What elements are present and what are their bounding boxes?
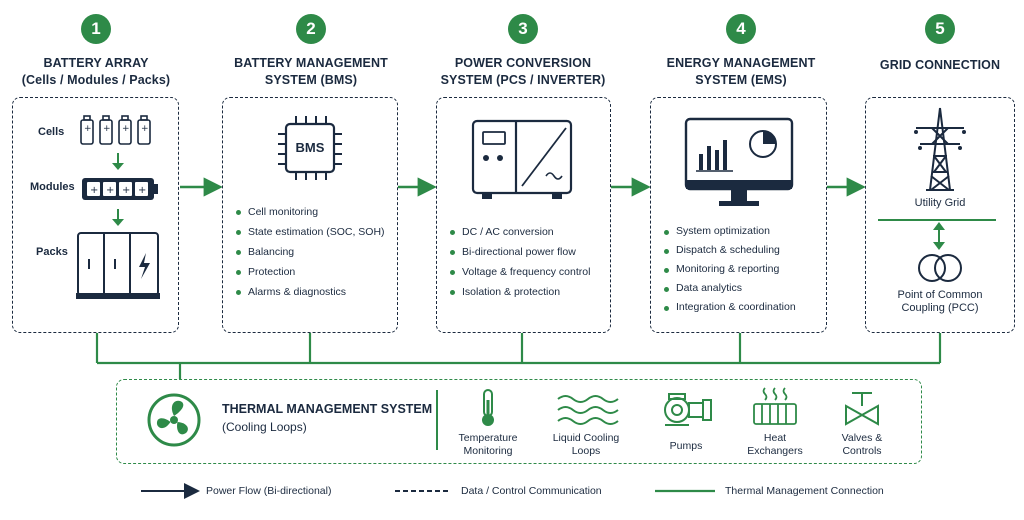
- bidirectional-arrow-icon: [933, 222, 945, 250]
- list-item: System optimization: [664, 222, 796, 241]
- valve-icon: [845, 392, 879, 426]
- ems-feature-list: System optimization Dispatch & schedulin…: [664, 222, 796, 317]
- cells-label: Cells: [38, 126, 65, 138]
- stage-title-1: BATTERY ARRAY(Cells / Modules / Packs): [21, 56, 171, 87]
- stage-title-5: GRID CONNECTION: [879, 58, 1001, 72]
- chip-icon: [278, 116, 342, 180]
- thermal-bus: [95, 333, 942, 379]
- packs-label: Packs: [36, 246, 68, 258]
- stage-badge-2: 2: [296, 14, 326, 44]
- legend-power-flow: Power Flow (Bi-directional): [206, 485, 332, 497]
- thermal-subtitle: (Cooling Loops): [222, 420, 307, 434]
- svg-text:+: +: [103, 124, 111, 134]
- svg-text:+: +: [122, 185, 130, 196]
- utility-grid-label: Utility Grid: [914, 197, 966, 209]
- list-item: Isolation & protection: [450, 282, 590, 302]
- pump-icon: [664, 393, 712, 426]
- grid-divider: [878, 219, 996, 221]
- grid-panel: [865, 97, 1015, 333]
- legend-thermal-connection: Thermal Management Connection: [725, 485, 884, 497]
- list-item: Protection: [236, 262, 385, 282]
- stage-badge-4: 4: [726, 14, 756, 44]
- modules-label: Modules: [30, 181, 75, 193]
- list-item: DC / AC conversion: [450, 222, 590, 242]
- list-item: Monitoring & reporting: [664, 260, 796, 279]
- list-item: Cell monitoring: [236, 202, 385, 222]
- battery-array-panel: [12, 97, 179, 333]
- radiator-icon: [753, 387, 797, 425]
- svg-text:+: +: [138, 185, 146, 196]
- list-item: Dispatch & scheduling: [664, 241, 796, 260]
- thermal-item-pumps: Pumps: [669, 440, 703, 452]
- thermometer-icon: [482, 389, 494, 426]
- down-arrow-icon: [112, 153, 124, 170]
- pcs-panel: [436, 97, 611, 333]
- fan-icon: [147, 393, 201, 447]
- svg-text:+: +: [122, 124, 130, 134]
- svg-text:+: +: [106, 185, 114, 196]
- list-item: Integration & coordination: [664, 298, 796, 317]
- waves-icon: [557, 395, 619, 425]
- cells-icon: + + + +: [80, 115, 151, 145]
- down-arrow-icon: [112, 209, 124, 226]
- list-item: State estimation (SOC, SOH): [236, 222, 385, 242]
- monitor-chart-icon: [684, 117, 794, 206]
- stage-badge-1: 1: [81, 14, 111, 44]
- list-item: Bi-directional power flow: [450, 242, 590, 262]
- list-item: Alarms & diagnostics: [236, 282, 385, 302]
- thermal-panel: [116, 379, 922, 464]
- chip-label: BMS: [295, 140, 325, 155]
- inverter-icon: [471, 119, 573, 199]
- legend-data-control: Data / Control Communication: [461, 485, 602, 497]
- bms-feature-list: Cell monitoring State estimation (SOC, S…: [236, 202, 385, 302]
- module-icon: + + + +: [82, 178, 158, 200]
- thermal-divider: [436, 390, 438, 450]
- svg-text:+: +: [141, 124, 149, 134]
- thermal-item-valves: Valves &Controls: [841, 432, 883, 457]
- svg-text:+: +: [84, 124, 92, 134]
- ems-panel: [650, 97, 827, 333]
- stage-badge-3: 3: [508, 14, 538, 44]
- pcs-feature-list: DC / AC conversion Bi-directional power …: [450, 222, 590, 302]
- list-item: Voltage & frequency control: [450, 262, 590, 282]
- transmission-tower-icon: [914, 107, 966, 191]
- svg-text:+: +: [90, 185, 98, 196]
- battery-pack-icon: [76, 232, 160, 299]
- list-item: Balancing: [236, 242, 385, 262]
- bms-panel: [222, 97, 398, 333]
- transformer-icon: [918, 254, 962, 282]
- list-item: Data analytics: [664, 279, 796, 298]
- stage-badge-5: 5: [925, 14, 955, 44]
- thermal-title: THERMAL MANAGEMENT SYSTEM: [222, 402, 433, 416]
